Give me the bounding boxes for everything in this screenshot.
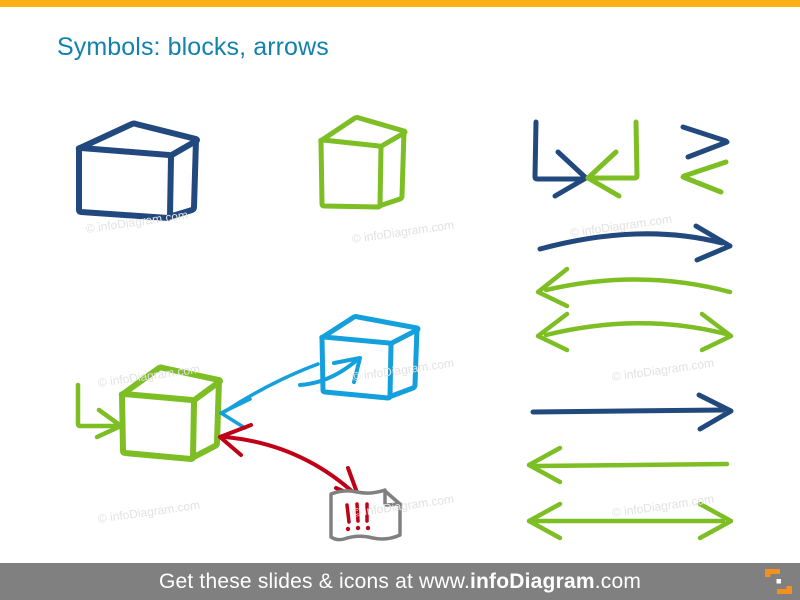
arrow-elbow-left-green[interactable]: [585, 119, 640, 199]
watermark: © infoDiagram.com: [611, 491, 715, 520]
watermark: © infoDiagram.com: [351, 217, 455, 246]
arrow-curved-double-green[interactable]: [535, 311, 734, 353]
arrow-long-left-green[interactable]: [526, 445, 730, 485]
arrow-long-right-blue[interactable]: [530, 392, 734, 432]
watermark: © infoDiagram.com: [611, 355, 715, 384]
watermark: © infoDiagram.com: [85, 207, 189, 236]
watermark: © infoDiagram.com: [569, 211, 673, 240]
footer-text-plain: Get these slides & icons at www.: [158, 570, 470, 593]
arrow-curved-left-green[interactable]: [535, 266, 733, 309]
arrow-elbow-right-blue[interactable]: [532, 119, 589, 199]
watermark: © infoDiagram.com: [97, 497, 201, 526]
connector-red-cube-to-note[interactable]: [218, 423, 361, 500]
block-cube-cyan[interactable]: [298, 314, 421, 401]
footer-bar: [0, 563, 800, 600]
arrow-curved-right-blue[interactable]: [537, 223, 733, 263]
watermark: © infoDiagram.com: [351, 355, 455, 384]
page-title: Symbols: blocks, arrows: [57, 33, 329, 61]
connector-cyan-cube-to-cube[interactable]: [219, 362, 320, 430]
footer-text-suffix: .com: [594, 570, 642, 593]
top-accent-bar: [0, 0, 800, 7]
footer-text-brand: infoDiagram: [470, 570, 595, 593]
watermark: © infoDiagram.com: [97, 361, 201, 390]
infodiagram-logo[interactable]: [764, 567, 793, 596]
arrow-short-left-green[interactable]: [680, 159, 729, 195]
watermark: © infoDiagram.com: [351, 491, 455, 520]
footer-cta-text: Get these slides & icons at www.infoDiag…: [0, 570, 800, 594]
block-cube-green[interactable]: [318, 115, 408, 213]
arrow-short-right-blue[interactable]: [680, 124, 730, 160]
arrow-elbow-into-cube-green[interactable]: [75, 382, 124, 440]
